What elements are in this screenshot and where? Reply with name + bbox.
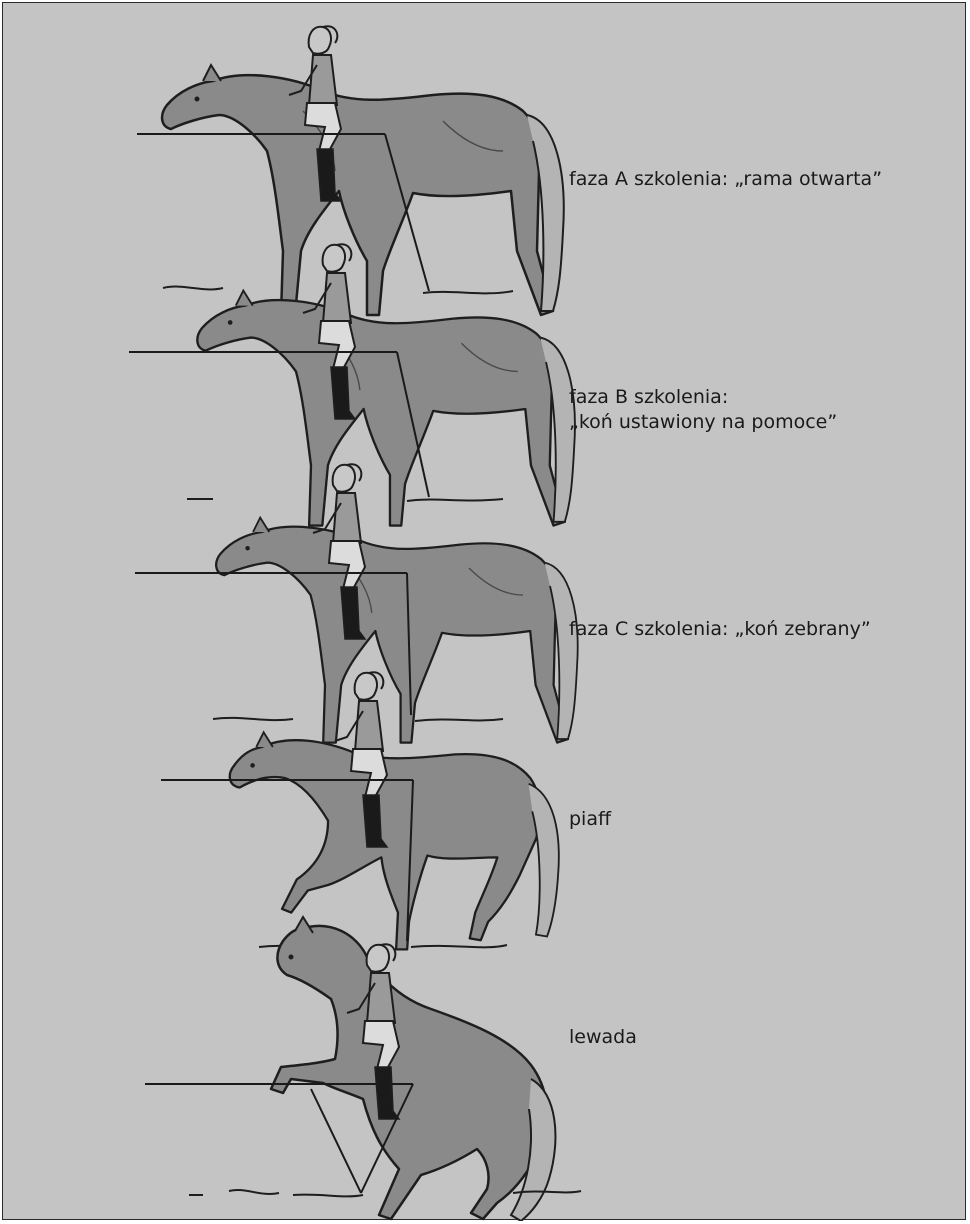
stage-d-label-line: piaff [569, 807, 611, 832]
stage-b-label-line-1: faza B szkolenia: [569, 385, 837, 410]
stage-e-illustration [145, 917, 581, 1221]
stage-a-illustration [137, 26, 564, 315]
stage-e-label-line: lewada [569, 1025, 637, 1050]
stage-d-illustration [161, 672, 559, 949]
stage-a-label-line: faza A szkolenia: „rama otwarta” [569, 167, 882, 192]
stage-label: faza B szkolenia: „koń ustawiony na pomo… [569, 385, 837, 435]
stage-c-label-line: faza C szkolenia: „koń zebrany” [569, 617, 871, 642]
stage-label: faza A szkolenia: „rama otwarta” [569, 167, 882, 192]
stage-label: piaff [569, 807, 611, 832]
stage-b-label-line-2: „koń ustawiony na pomoce” [569, 410, 837, 435]
stage-label: lewada [569, 1025, 637, 1050]
stage-label: faza C szkolenia: „koń zebrany” [569, 617, 871, 642]
stage-c-illustration [135, 464, 578, 742]
